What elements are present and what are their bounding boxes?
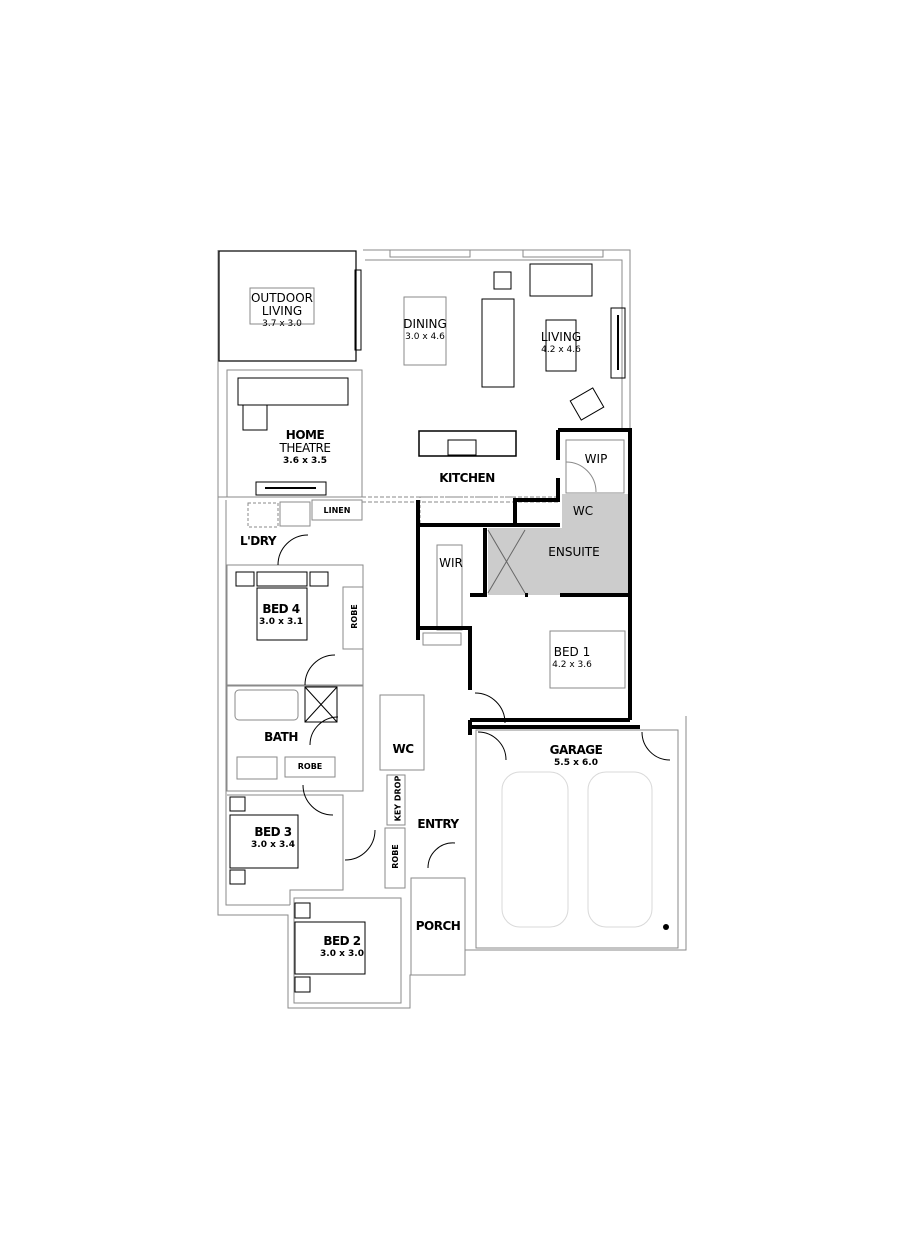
room-kitchen: KITCHEN: [439, 471, 495, 485]
room-outdoor-living: OUTDOOR LIVING 3.7 x 3.0: [250, 291, 314, 330]
room-laundry: L'DRY: [239, 534, 277, 548]
room-name: ENTRY: [417, 817, 459, 831]
room-wir: WIR: [439, 556, 463, 570]
room-living: LIVING 4.2 x 4.6: [540, 330, 582, 356]
room-name: WC: [392, 742, 414, 756]
room-name: L'DRY: [239, 534, 277, 548]
room-dims: 5.5 x 6.0: [554, 758, 598, 769]
room-wip: WIP: [584, 452, 608, 466]
room-name: LIVING: [540, 330, 582, 344]
room-dims: 3.6 x 3.5: [283, 456, 327, 467]
room-linen: LINEN: [323, 506, 351, 515]
room-name: BED 3: [254, 825, 292, 839]
room-bath: BATH: [264, 730, 298, 744]
room-porch: PORCH: [415, 919, 461, 933]
room-dims: 3.0 x 3.1: [259, 617, 303, 628]
room-name: ENSUITE: [548, 545, 600, 559]
room-key-drop: KEY DROP: [393, 775, 403, 822]
room-garage: GARAGE 5.5 x 6.0: [549, 743, 603, 769]
room-dims: 3.7 x 3.0: [262, 319, 302, 330]
room-robe-entry: ROBE: [390, 844, 400, 869]
room-bed-4: BED 4 3.0 x 3.1: [259, 602, 303, 628]
room-home-theatre: HOME THEATRE 3.6 x 3.5: [279, 428, 331, 467]
room-wc-main: WC: [392, 742, 414, 756]
room-dining: DINING 3.0 x 4.6: [403, 317, 447, 343]
room-name: WC: [572, 504, 594, 518]
room-name: WIP: [584, 452, 608, 466]
room-name: OUTDOOR: [250, 291, 314, 305]
room-name: GARAGE: [549, 743, 603, 757]
room-name: BED 4: [262, 602, 300, 616]
room-ensuite: ENSUITE: [548, 545, 600, 559]
room-name: BATH: [264, 730, 298, 744]
room-dims: 3.0 x 3.4: [251, 840, 295, 851]
room-name: BED 1: [553, 645, 591, 659]
room-robe-bed4: ROBE: [349, 604, 359, 629]
room-name: WIR: [439, 556, 463, 570]
room-dims: 4.2 x 3.6: [552, 660, 592, 671]
room-bed-2: BED 2 3.0 x 3.0: [320, 934, 364, 960]
room-name: THEATRE: [279, 441, 331, 456]
room-name: BED 2: [323, 934, 361, 948]
room-entry: ENTRY: [417, 817, 459, 831]
room-name: PORCH: [415, 919, 461, 933]
room-name: LIVING: [261, 304, 303, 319]
room-dims: 3.0 x 4.6: [405, 332, 445, 343]
room-bed-1: BED 1 4.2 x 3.6: [552, 645, 592, 671]
room-wc-ensuite: WC: [572, 504, 594, 518]
room-name: KITCHEN: [439, 471, 495, 485]
room-bed-3: BED 3 3.0 x 3.4: [251, 825, 295, 851]
room-name: HOME: [285, 428, 325, 442]
room-name: DINING: [403, 317, 447, 331]
room-dims: 3.0 x 3.0: [320, 949, 364, 960]
room-robe-bath: ROBE: [297, 762, 323, 771]
room-dims: 4.2 x 4.6: [541, 345, 581, 356]
